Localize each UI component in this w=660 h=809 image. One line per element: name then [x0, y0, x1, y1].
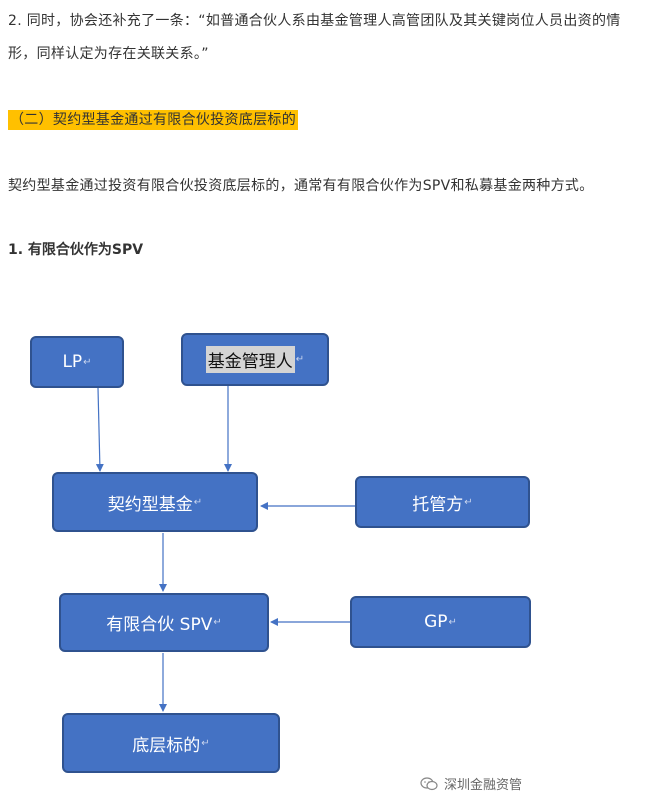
highlighted-section-title: （二）契约型基金通过有限合伙投资底层标的 — [8, 110, 298, 130]
node-target-label: 底层标的 — [132, 735, 201, 756]
node-fund-manager-label: 基金管理人 — [205, 346, 295, 373]
paragraph-mark: ↵ — [201, 737, 210, 749]
node-gp: GP↵ — [350, 596, 531, 648]
node-underlying-target: 底层标的↵ — [62, 713, 280, 773]
section-heading: 1. 有限合伙作为SPV — [8, 242, 144, 258]
node-gp-label: GP — [424, 612, 448, 632]
node-custodian: 托管方↵ — [355, 476, 530, 528]
node-contractual-fund-label: 契约型基金 — [107, 494, 193, 515]
watermark: 深圳金融资管 — [420, 774, 522, 793]
paragraph-mark: ↵ — [448, 616, 457, 628]
watermark-text: 深圳金融资管 — [444, 778, 523, 793]
paragraph-2: 契约型基金通过投资有限合伙投资底层标的，通常有有限合伙作为SPV和私募基金两种方… — [8, 178, 594, 194]
paragraph-mark: ↵ — [464, 496, 473, 508]
paragraph-1-line-1: 2. 同时，协会还补充了一条：“如普通合伙人系由基金管理人高管团队及其关键岗位人… — [8, 13, 621, 29]
node-contractual-fund: 契约型基金↵ — [52, 472, 258, 532]
paragraph-mark: ↵ — [193, 496, 203, 508]
node-lp-label: LP — [62, 352, 83, 372]
node-fund-manager: 基金管理人↵ — [181, 333, 329, 386]
node-custodian-label: 托管方 — [412, 494, 464, 515]
node-limited-partnership-spv: 有限合伙 SPV↵ — [59, 593, 269, 652]
node-spv-label: 有限合伙 SPV — [106, 615, 213, 635]
paragraph-mark: ↵ — [295, 354, 305, 365]
paragraph-mark: ↵ — [83, 356, 92, 368]
node-lp: LP↵ — [30, 336, 124, 388]
paragraph-mark: ↵ — [213, 617, 222, 628]
wechat-icon — [420, 776, 438, 790]
paragraph-1-line-2: 形，同样认定为存在关联关系。” — [8, 46, 209, 62]
arrow-lp-to-fund — [95, 387, 104, 472]
